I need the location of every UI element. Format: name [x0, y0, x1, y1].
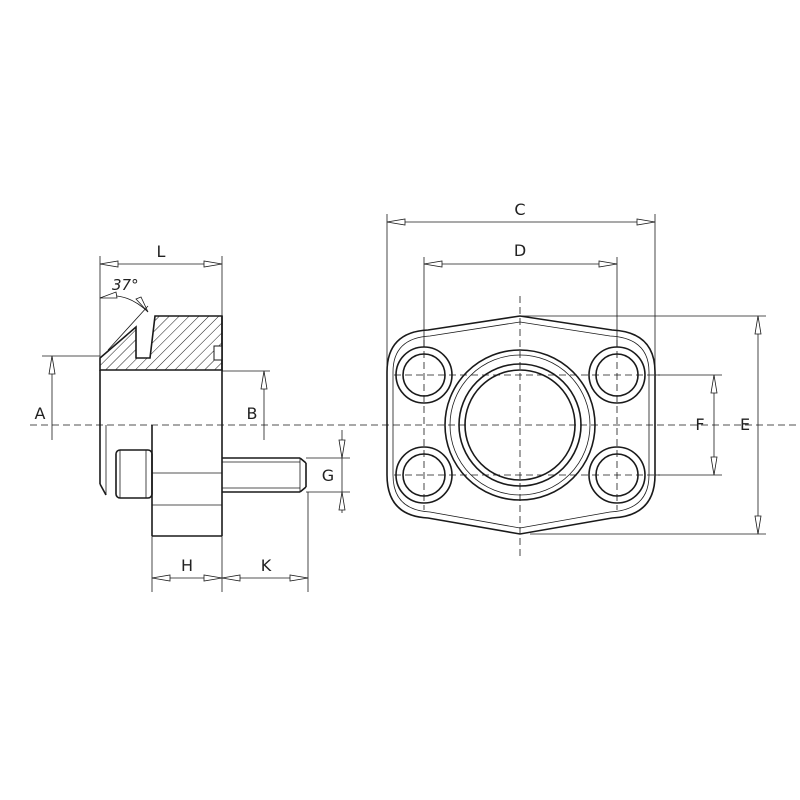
dim-F: F: [655, 374, 722, 476]
label-B: B: [247, 404, 258, 423]
dim-E: E: [520, 315, 766, 535]
oring-groove: [213, 345, 223, 361]
dim-K: K: [221, 492, 309, 592]
label-C: C: [514, 200, 525, 219]
dim-B: B: [222, 370, 270, 440]
label-L: L: [157, 242, 166, 261]
dim-L: L: [99, 242, 223, 358]
dim-C: C: [386, 200, 656, 372]
front-view: C D E F: [386, 200, 766, 556]
dim-A: A: [35, 355, 100, 440]
dim-G: G: [306, 430, 350, 513]
dim-H: H: [151, 536, 223, 592]
dim-angle: 37°: [99, 276, 149, 351]
label-H: H: [181, 556, 193, 575]
side-view: L 37° A B: [30, 242, 800, 592]
label-A: A: [35, 404, 46, 423]
label-angle: 37°: [112, 276, 139, 294]
label-G: G: [322, 466, 334, 485]
label-K: K: [261, 556, 272, 575]
label-D: D: [514, 241, 526, 260]
bolt-thread: [222, 457, 307, 493]
dim-D: D: [423, 241, 618, 347]
bolt-head: [115, 449, 153, 499]
label-F: F: [695, 415, 704, 434]
label-E: E: [740, 415, 750, 434]
hatched-section: [99, 315, 223, 371]
